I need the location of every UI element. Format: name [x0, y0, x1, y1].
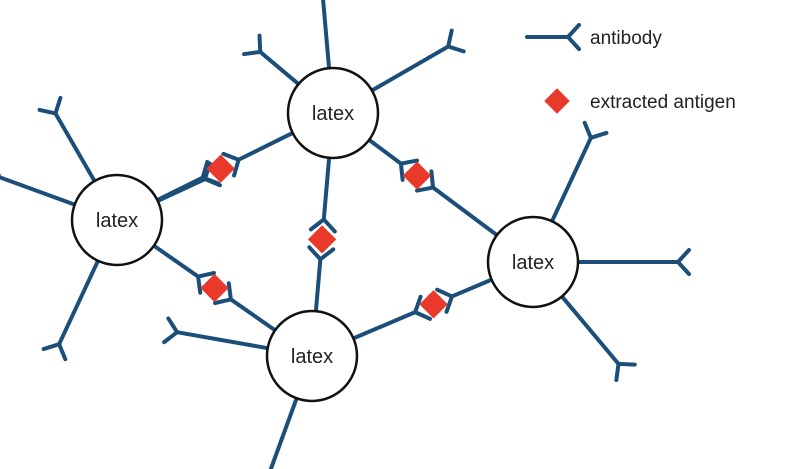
antibody-icon: [308, 155, 337, 234]
latex-bead-circle: [286, 66, 380, 160]
antibody-icon: [37, 95, 97, 184]
legend-antibody-icon: [525, 23, 581, 51]
latex-bead-label: latex: [512, 252, 554, 274]
antibody-icon: [155, 159, 220, 203]
antibody-layer: [0, 0, 691, 469]
bead-right: latex: [486, 215, 580, 309]
antibody-icon: [367, 137, 419, 182]
antibody-icon: [0, 173, 77, 207]
antibody-icon: [41, 258, 100, 362]
antigen-layer: [200, 154, 448, 319]
antibody-icon: [307, 245, 336, 314]
antibody-icon: [268, 396, 299, 469]
legend-antibody-label: antibody: [590, 28, 662, 49]
antibody-icon: [162, 316, 270, 351]
bead-top: latex: [286, 66, 380, 160]
antibody-icon: [415, 169, 499, 238]
legend-antigen-icon: [544, 88, 570, 114]
bead-bottom: latex: [265, 309, 359, 403]
latex-bead-circle: [70, 173, 164, 267]
bead-layer: latex latex latex latex: [70, 66, 580, 403]
legend-antigen-label: extracted antigen: [590, 92, 736, 113]
antigen-icon: [200, 273, 229, 303]
latex-bead-label: latex: [312, 103, 354, 125]
antibody-icon: [242, 33, 301, 87]
latex-bead-label: latex: [96, 210, 138, 232]
antibody-icon: [351, 294, 432, 341]
antibody-icon: [559, 294, 637, 383]
antibody-icon: [221, 130, 295, 178]
antibody-icon: [321, 0, 332, 71]
legend: antibody extracted antigen: [525, 23, 736, 114]
latex-bead-circle: [265, 309, 359, 403]
latex-bead-circle: [486, 215, 580, 309]
antibody-icon: [525, 23, 581, 51]
antibody-icon: [550, 120, 609, 224]
antigen-icon: [402, 161, 432, 190]
antibody-icon: [369, 28, 466, 93]
antibody-icon: [213, 281, 278, 333]
antibody-icon: [151, 243, 216, 295]
bead-left: latex: [70, 173, 164, 267]
latex-bead-label: latex: [291, 346, 333, 368]
antibody-icon: [576, 248, 691, 276]
antibody-icon: [435, 277, 494, 314]
antigen-icon: [419, 290, 448, 319]
